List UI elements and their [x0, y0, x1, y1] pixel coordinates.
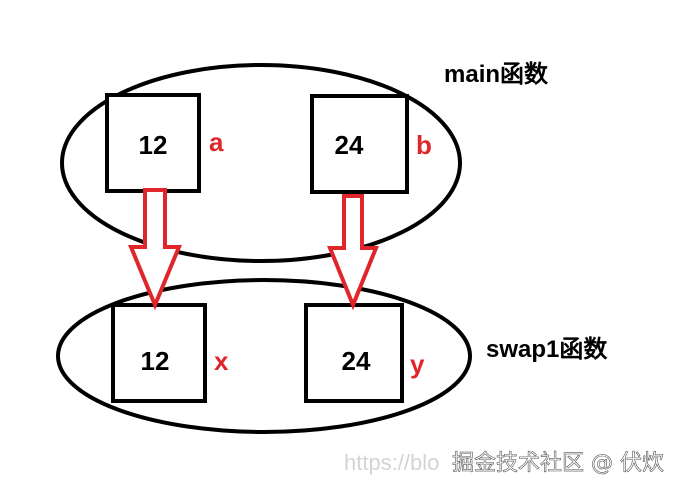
var-name-b: b: [416, 130, 432, 160]
var-name-x: x: [214, 346, 229, 376]
arrow-b-to-y: [327, 194, 379, 311]
main-scope-ellipse: [60, 63, 462, 263]
var-value-a: 12: [139, 130, 168, 160]
arrow-a-to-x: [128, 188, 182, 311]
var-box-y: [304, 303, 404, 403]
watermark-site: 掘金技术社区 @ 伏炊: [452, 451, 664, 476]
var-value-x: 12: [141, 346, 170, 376]
var-value-y: 24: [342, 346, 371, 376]
swap1-scope-ellipse: [56, 278, 472, 434]
var-box-x: [111, 303, 207, 403]
main-scope-label: main函数: [444, 61, 549, 88]
swap1-scope-label: swap1函数: [486, 336, 608, 363]
swap1-scope: swap1函数 12 x 24 y: [56, 278, 608, 434]
var-value-b: 24: [335, 130, 364, 160]
var-box-b: [310, 94, 409, 194]
var-name-y: y: [410, 349, 425, 379]
main-scope: main函数 12 a 24 b: [60, 61, 549, 263]
var-name-a: a: [209, 127, 224, 157]
watermark-url: https://blo: [344, 450, 439, 475]
